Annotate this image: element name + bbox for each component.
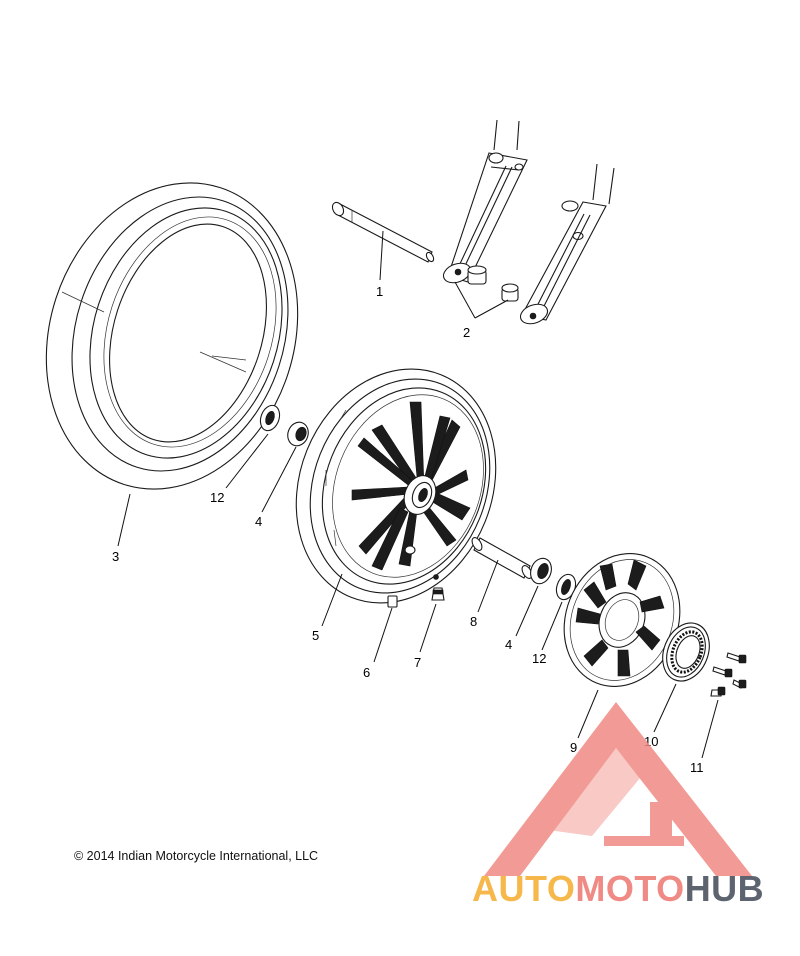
watermark-brand-moto: MOTO: [575, 868, 685, 909]
callout-1: 1: [376, 284, 383, 299]
watermark-triangle-icon: [484, 702, 752, 876]
callout-11: 11: [690, 760, 704, 775]
axle: [331, 201, 435, 263]
wheel-rim: [295, 368, 497, 604]
wheel-spokes: [351, 401, 471, 571]
right-bearing: [530, 557, 552, 585]
brake-rotor: [563, 553, 681, 687]
rotor-carrier: [662, 622, 710, 682]
callout-9: 9: [570, 740, 577, 755]
watermark-brand-hub: HUB: [684, 868, 765, 909]
bolt: [710, 686, 726, 697]
callout-3: 3: [112, 549, 119, 564]
spacers: [467, 265, 519, 302]
balance-weight: [387, 595, 398, 608]
callout-4-right: 4: [505, 637, 512, 652]
watermark-brand: AUTOMOTOHUB: [472, 868, 764, 910]
callouts: 1 2 3 4 4 5 6 7 8 9 10 11 12 12: [112, 284, 704, 775]
left-seal: [259, 404, 281, 432]
spacer-tube: [471, 537, 533, 579]
leader-lines: [117, 230, 719, 759]
rotor-bolts: [710, 652, 747, 697]
watermark-logo: [484, 702, 752, 876]
callout-7: 7: [414, 655, 421, 670]
callout-4-left: 4: [255, 514, 262, 529]
bolt: [732, 679, 747, 689]
bolt: [726, 652, 747, 664]
fork-left: [442, 119, 528, 284]
callout-6: 6: [363, 665, 370, 680]
callout-12-right: 12: [532, 651, 546, 666]
tire: [45, 182, 299, 490]
copyright-notice: © 2014 Indian Motorcycle International, …: [74, 849, 319, 863]
callout-8: 8: [470, 614, 477, 629]
left-bearing: [287, 421, 309, 447]
callout-12-left: 12: [210, 490, 224, 505]
bolt: [712, 666, 733, 678]
callout-5: 5: [312, 628, 319, 643]
watermark-brand-auto: AUTO: [472, 868, 576, 909]
callout-2: 2: [463, 325, 470, 340]
rotor-slots: [575, 559, 665, 677]
valve-stem: [431, 574, 445, 601]
right-seal: [555, 573, 577, 601]
fork-right: [519, 163, 615, 325]
